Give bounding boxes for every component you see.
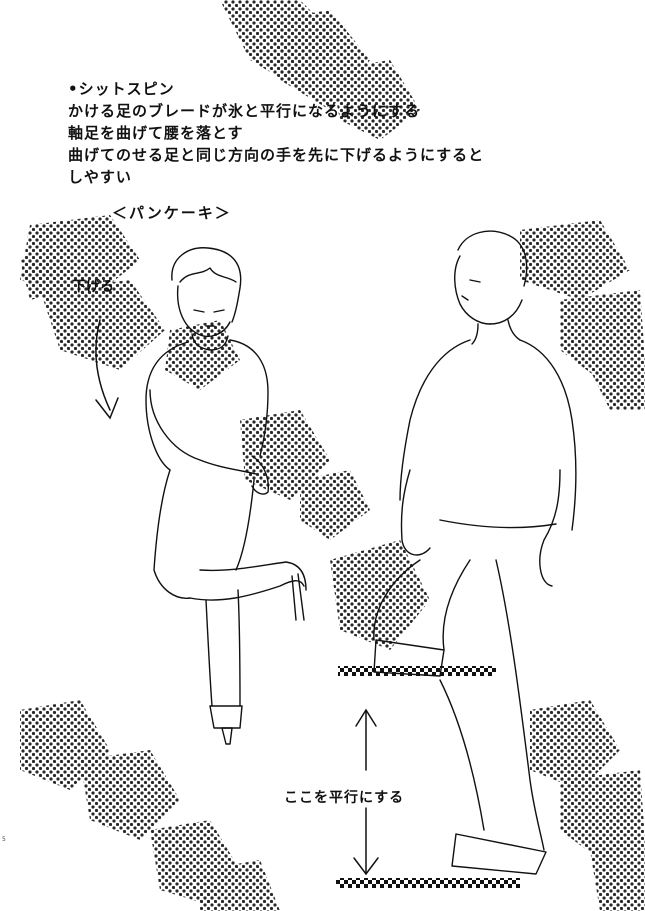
screentone-dots <box>20 0 645 911</box>
lower-label: 下げる <box>72 279 114 295</box>
vertical-double-arrow-icon <box>353 708 379 876</box>
instruction-line-4: しやすい <box>68 168 132 186</box>
parallel-label: ここを平行にする <box>284 790 405 806</box>
instruction-line-3: 曲げてのせる足と同じ方向の手を先に下げるようにすると <box>68 146 485 164</box>
left-figure-sketch <box>145 247 307 745</box>
instruction-line-1: かける足のブレードが氷と平行になるようにする <box>68 102 421 120</box>
upper-blade-checker <box>338 666 496 676</box>
instruction-text-block: •シットスピン かける足のブレードが氷と平行になるようにする 軸足を曲げて腰を落… <box>68 78 538 188</box>
right-figure-sketch <box>373 230 577 875</box>
page-number: 5 <box>2 836 6 843</box>
curved-down-arrow-icon <box>95 319 119 420</box>
instruction-heading: •シットスピン <box>68 80 175 98</box>
pancake-title: ＜パンケーキ＞ <box>112 204 232 222</box>
lower-blade-checker <box>336 878 520 888</box>
instruction-line-2: 軸足を曲げて腰を落とす <box>68 124 244 142</box>
